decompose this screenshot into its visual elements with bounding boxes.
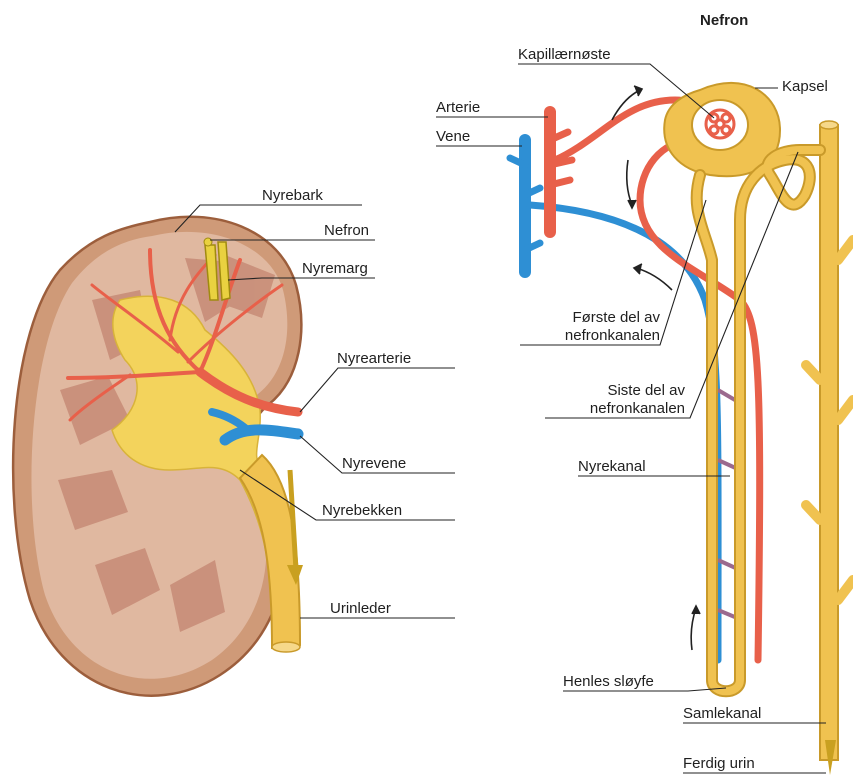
flow-arrows	[612, 86, 700, 650]
label-arterie: Arterie	[436, 99, 480, 116]
label-kapsel: Kapsel	[782, 78, 828, 95]
nephron-artery	[550, 100, 760, 660]
label-nyrebark: Nyrebark	[262, 187, 323, 204]
label-nyrevene: Nyrevene	[342, 455, 406, 472]
label-nyrearterie: Nyrearterie	[337, 350, 411, 367]
label-siste-line1: Siste del av	[545, 382, 685, 399]
label-samlekanal: Samlekanal	[683, 705, 761, 722]
label-nyrebekken: Nyrebekken	[322, 502, 402, 519]
label-forste-line1: Første del av	[520, 309, 660, 326]
label-nefron: Nefron	[324, 222, 369, 239]
diagram-title: Nefron	[700, 12, 748, 29]
kidney	[13, 217, 303, 696]
label-forste-line2: nefronkanalen	[520, 327, 660, 344]
label-siste-line2: nefronkanalen	[545, 400, 685, 417]
collecting-duct	[820, 125, 838, 760]
label-nyrekanal: Nyrekanal	[578, 458, 646, 475]
nephron	[510, 83, 853, 775]
label-urinleder: Urinleder	[330, 600, 391, 617]
label-kapillaernoste: Kapillærnøste	[518, 46, 611, 63]
label-vene: Vene	[436, 128, 470, 145]
label-ferdig-urin: Ferdig urin	[683, 755, 755, 772]
label-henles: Henles sløyfe	[563, 673, 654, 690]
leader-nyrearterie	[300, 368, 455, 412]
label-nyremarg: Nyremarg	[302, 260, 368, 277]
